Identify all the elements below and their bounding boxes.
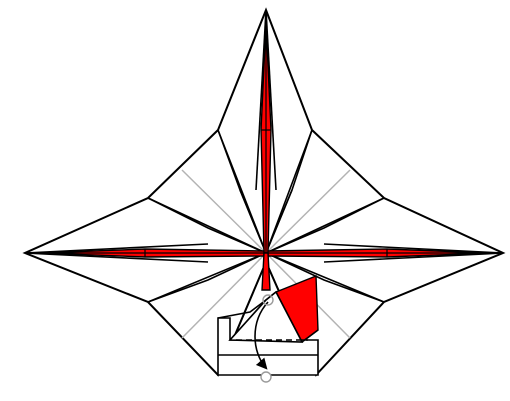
centre-red-stub (262, 253, 270, 290)
red-flaps (40, 22, 490, 342)
end-point-circle (261, 372, 271, 382)
